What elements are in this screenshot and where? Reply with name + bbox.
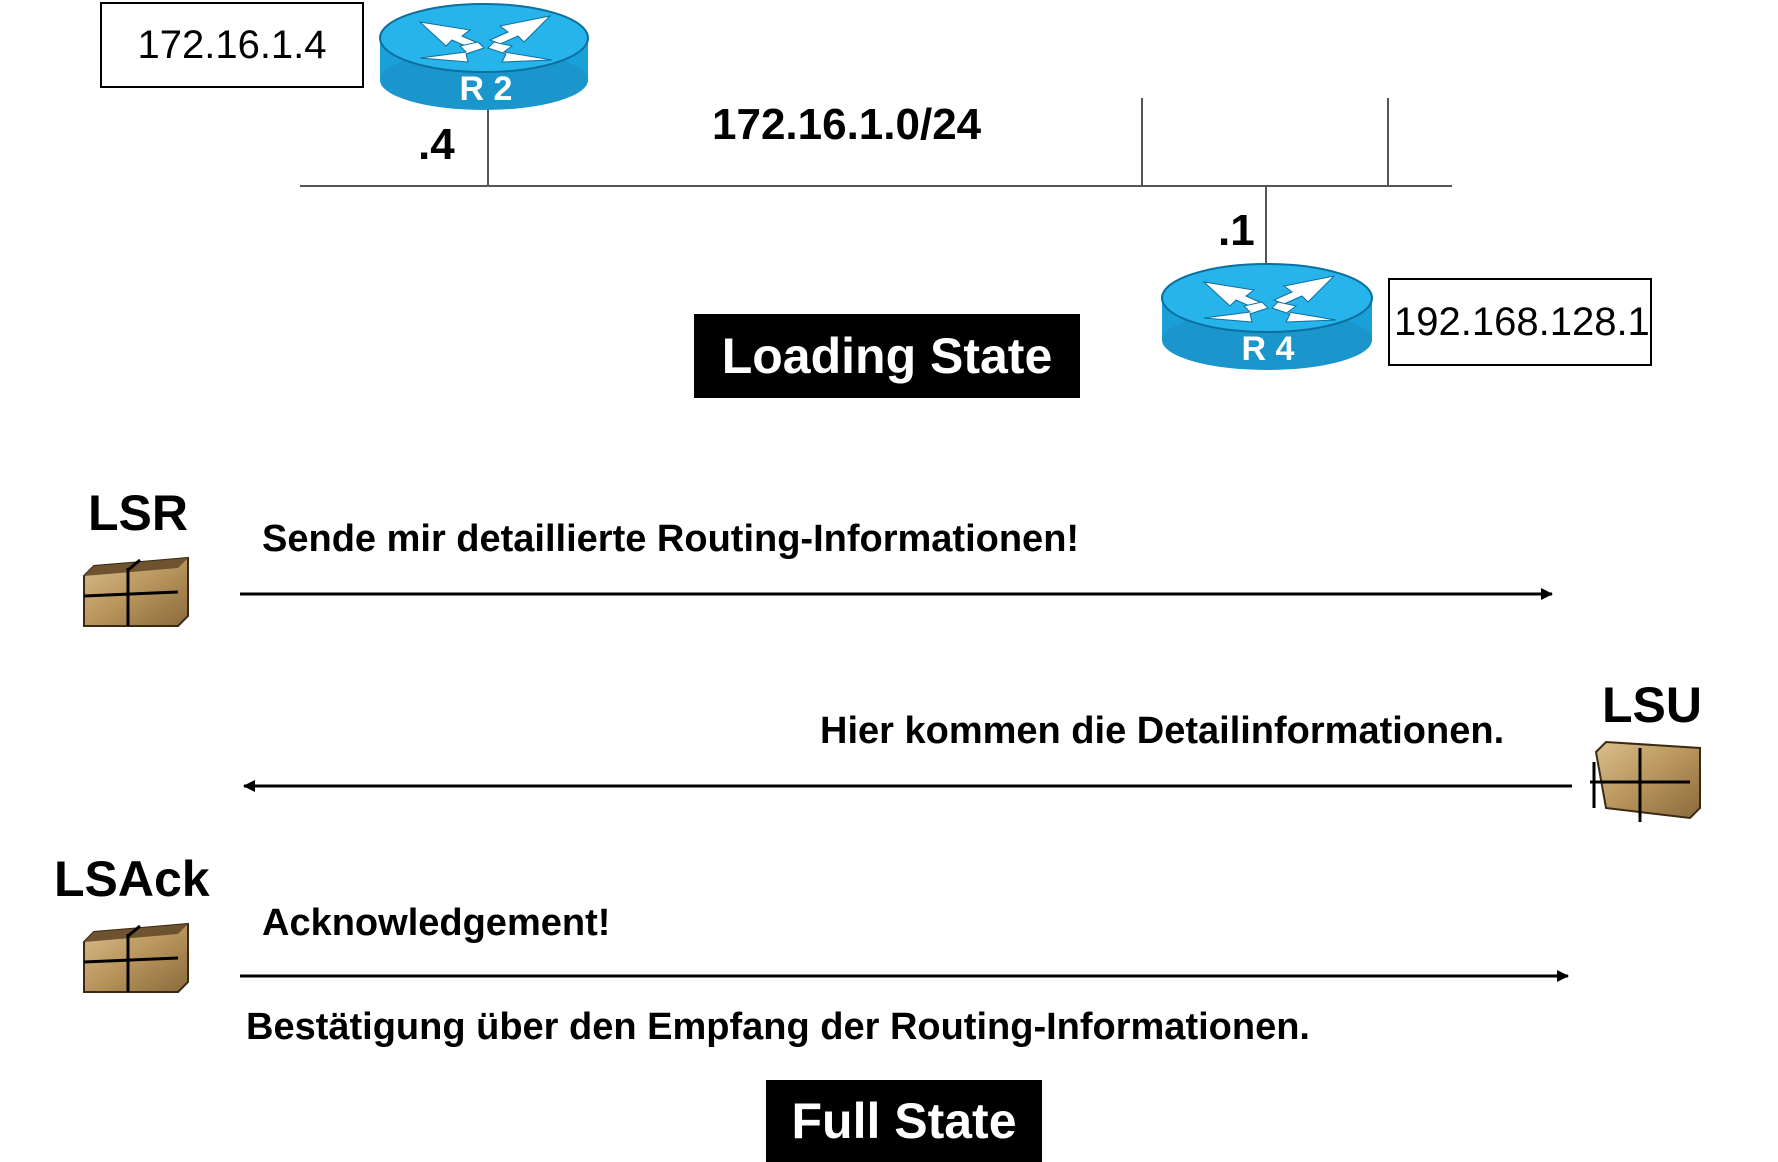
r4-ip-box: 192.168.128.1 bbox=[1388, 278, 1652, 366]
router-r2-name: R 2 bbox=[459, 70, 513, 108]
lsack-note: Bestätigung über den Empfang der Routing… bbox=[246, 1006, 1310, 1048]
router-r2-icon bbox=[379, 3, 589, 110]
router-r4-icon bbox=[1161, 263, 1373, 370]
lsack-package-icon bbox=[83, 922, 189, 993]
r4-interface-label: .1 bbox=[1218, 206, 1255, 255]
lsu-label: LSU bbox=[1602, 677, 1702, 733]
subnet-label: 172.16.1.0/24 bbox=[712, 100, 982, 149]
lsack-message: Acknowledgement! bbox=[262, 902, 611, 944]
full-state-badge: Full State bbox=[766, 1080, 1042, 1162]
lsack-label: LSAck bbox=[54, 851, 210, 907]
lsr-message: Sende mir detaillierte Routing-Informati… bbox=[262, 518, 1080, 560]
lsu-package-icon bbox=[1590, 740, 1701, 822]
r2-interface-label: .4 bbox=[418, 120, 455, 169]
loading-state-badge: Loading State bbox=[694, 314, 1080, 398]
r2-ip-box: 172.16.1.4 bbox=[100, 2, 364, 88]
lsr-label: LSR bbox=[88, 485, 188, 541]
lsr-package-icon bbox=[83, 556, 189, 627]
lsu-message: Hier kommen die Detailinformationen. bbox=[820, 710, 1505, 752]
router-r4-name: R 4 bbox=[1241, 330, 1295, 368]
